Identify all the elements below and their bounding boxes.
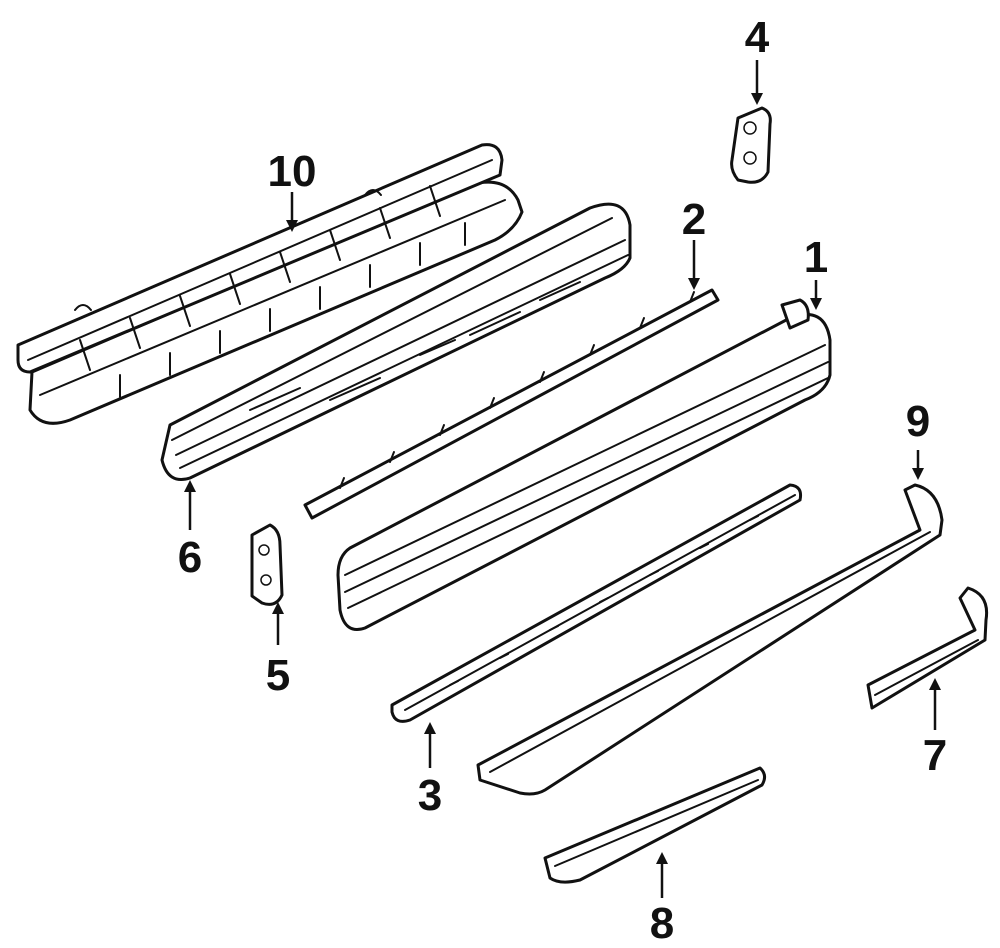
callout-4: 4 — [745, 13, 770, 62]
callout-labels: 10 2 1 4 6 5 3 7 8 9 — [178, 13, 947, 948]
callout-2: 2 — [682, 195, 706, 244]
callout-5: 5 — [266, 651, 290, 700]
part-4-bracket — [730, 106, 772, 184]
part-7-side-molding — [866, 586, 989, 710]
leader-lines — [184, 60, 941, 898]
callout-6: 6 — [178, 533, 202, 582]
part-9-lower-molding — [476, 483, 944, 796]
part-5-bracket — [250, 523, 284, 606]
part-1-bumper-face — [336, 298, 832, 631]
callout-1: 1 — [804, 233, 828, 282]
callout-3: 3 — [418, 771, 442, 820]
part-2-retainer — [303, 288, 720, 520]
part-3-lower-strip — [390, 483, 802, 723]
callout-7: 7 — [923, 731, 947, 780]
part-6-bumper-cover — [160, 202, 632, 481]
part-10-reinforcement — [16, 143, 524, 425]
callout-10: 10 — [268, 147, 317, 196]
callout-8: 8 — [650, 899, 674, 948]
callout-9: 9 — [906, 397, 930, 446]
part-8-lower-trim — [543, 766, 767, 884]
